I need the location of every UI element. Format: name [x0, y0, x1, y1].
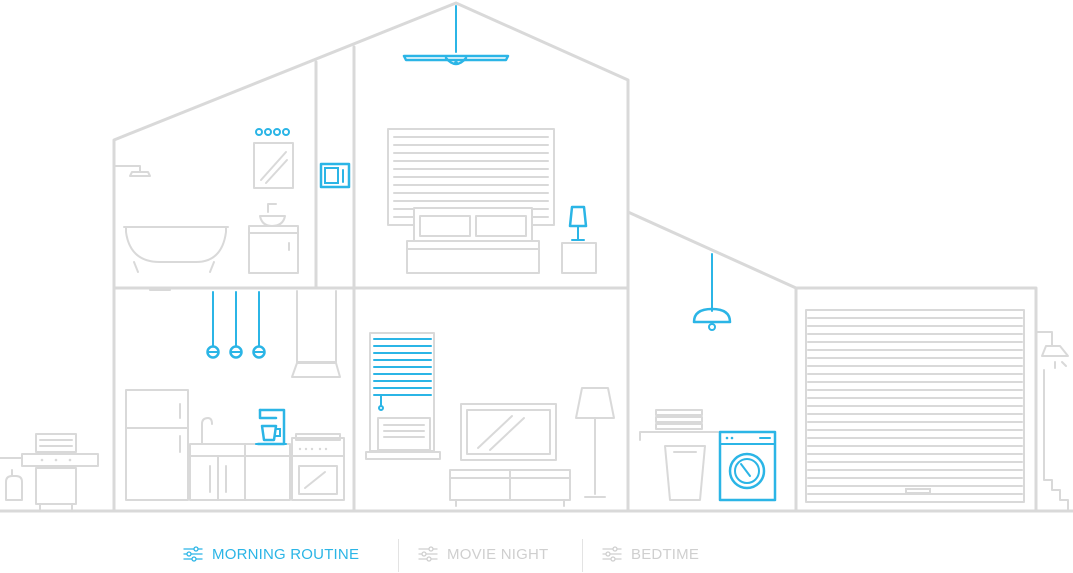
garage — [805, 309, 1069, 512]
scene-tabs: MORNING ROUTINE MOVIE NIGHT — [0, 535, 1073, 573]
bbq-grill — [0, 433, 99, 512]
coffee-maker[interactable] — [255, 408, 287, 446]
tab-bedtime-label: BEDTIME — [631, 545, 700, 563]
kitchen — [125, 289, 345, 501]
washing-machine[interactable] — [718, 430, 777, 502]
tab-morning-routine[interactable]: MORNING ROUTINE — [183, 535, 359, 573]
tab-movie-night-label: MOVIE NIGHT — [447, 545, 549, 563]
tab-divider — [582, 539, 583, 572]
tab-movie-night[interactable]: MOVIE NIGHT — [418, 535, 548, 573]
bedside-lamp[interactable] — [568, 205, 588, 241]
tab-divider — [398, 539, 399, 572]
bathroom-light-dots[interactable] — [255, 128, 290, 136]
sliders-icon — [602, 546, 622, 562]
ceiling-fan[interactable] — [402, 5, 510, 66]
smart-home-illustration — [0, 1, 1073, 513]
laundry-room — [639, 409, 719, 501]
bedroom — [387, 128, 597, 274]
living-room — [365, 332, 615, 507]
window-blinds[interactable] — [373, 338, 432, 411]
wall-thermostat[interactable] — [319, 162, 351, 189]
tab-bedtime[interactable]: BEDTIME — [602, 535, 699, 573]
sliders-icon — [183, 546, 203, 562]
sliders-icon — [418, 546, 438, 562]
kitchen-pendant-lights[interactable] — [206, 291, 266, 359]
bathroom — [113, 142, 299, 274]
tab-morning-routine-label: MORNING ROUTINE — [212, 545, 360, 563]
laundry-pendant-lamp[interactable] — [692, 253, 732, 331]
house-structure — [0, 1, 1073, 513]
